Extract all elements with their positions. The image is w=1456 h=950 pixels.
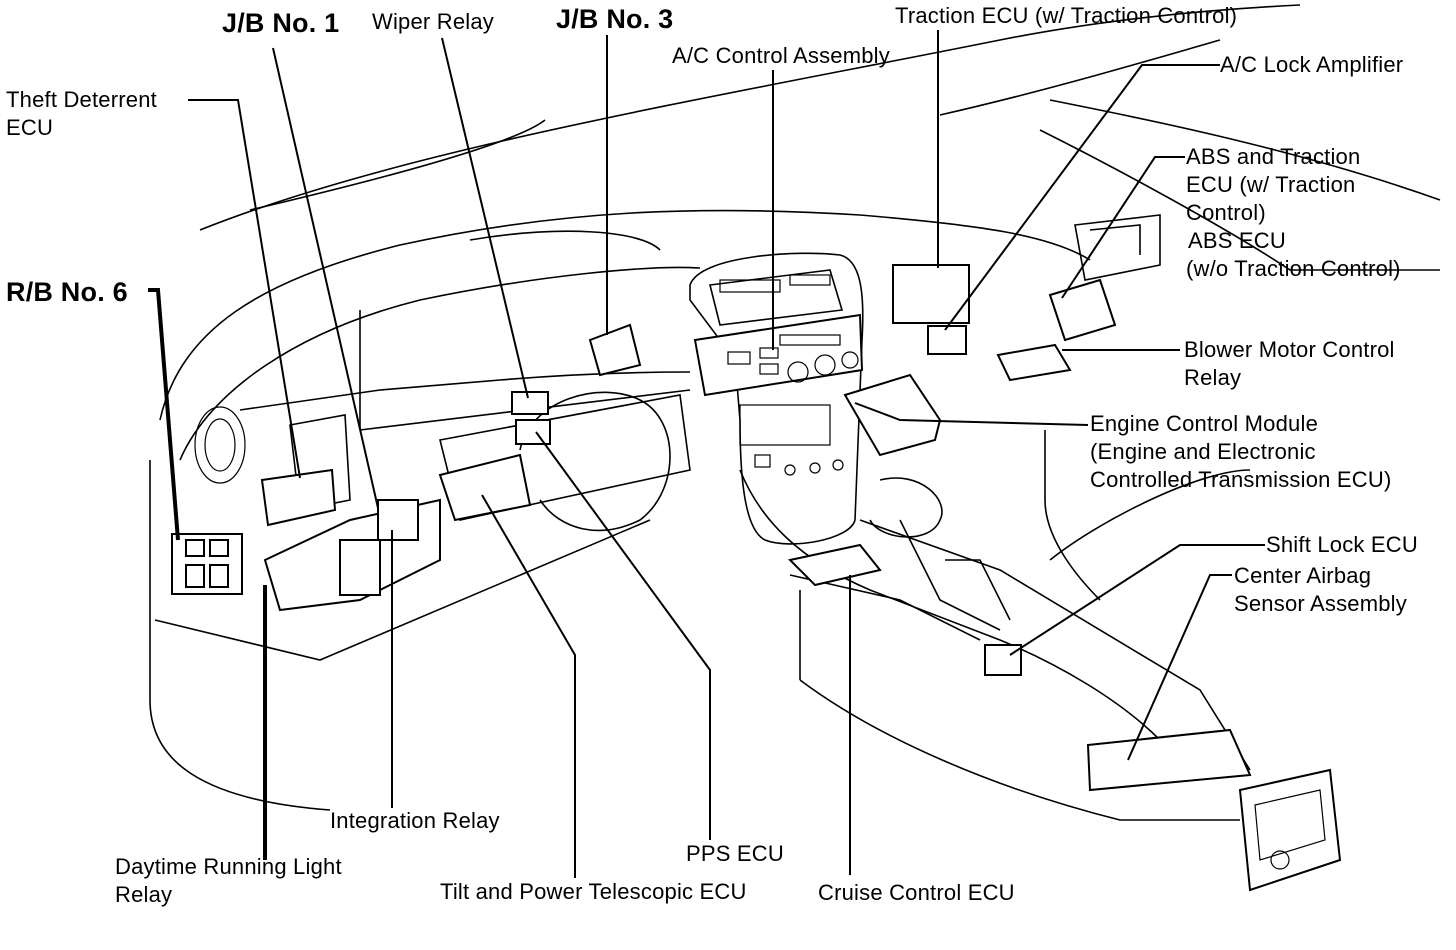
label-rb6: R/B No. 6 xyxy=(6,277,128,307)
leader-wiper xyxy=(441,37,529,399)
rb6-part xyxy=(171,533,243,595)
blower-motor-relay-part xyxy=(996,343,1072,382)
label-shift-lock: Shift Lock ECU xyxy=(1266,532,1418,557)
label-abs-line2: ECU (w/ Traction xyxy=(1186,172,1356,197)
ac-lock-amplifier-part xyxy=(927,325,967,355)
tilt-telescopic-ecu-part xyxy=(438,453,532,522)
label-wiper-relay: Wiper Relay xyxy=(372,9,495,34)
label-drl-line1: Daytime Running Light xyxy=(115,854,342,879)
leader-ac-lock xyxy=(944,64,1220,331)
label-abs-line5: (w/o Traction Control) xyxy=(1186,256,1401,281)
leader-theft xyxy=(188,99,301,479)
leader-shift-lock xyxy=(1009,544,1265,656)
jb3-part xyxy=(588,323,642,377)
leader-rb6 xyxy=(148,288,180,541)
label-blower-line1: Blower Motor Control xyxy=(1184,337,1395,362)
label-jb1: J/B No. 1 xyxy=(222,8,340,38)
label-ac-control: A/C Control Assembly xyxy=(672,43,890,68)
leader-jb1 xyxy=(272,47,379,509)
leader-airbag xyxy=(1127,574,1232,761)
label-traction-ecu: Traction ECU (w/ Traction Control) xyxy=(895,3,1238,28)
center-airbag-sensor-part xyxy=(1086,728,1252,792)
label-ecm-line3: Controlled Transmission ECU) xyxy=(1090,467,1392,492)
label-abs-line4: ABS ECU xyxy=(1188,228,1286,253)
label-ecm-line1: Engine Control Module xyxy=(1090,411,1319,436)
shift-lock-ecu-part xyxy=(984,644,1022,676)
label-abs-line3: Control) xyxy=(1186,200,1266,225)
label-abs-line1: ABS and Traction xyxy=(1186,144,1361,169)
label-airbag-line2: Sensor Assembly xyxy=(1234,591,1407,616)
label-blower-line2: Relay xyxy=(1184,365,1242,390)
engine-control-module-part xyxy=(843,373,942,457)
label-integration-relay: Integration Relay xyxy=(330,808,500,833)
cruise-control-ecu-part xyxy=(787,543,882,587)
label-jb3: J/B No. 3 xyxy=(556,4,674,34)
theft-deterrent-ecu-part xyxy=(260,468,337,527)
leader-tilt xyxy=(481,494,576,878)
label-theft-line1: Theft Deterrent xyxy=(6,87,157,112)
leader-ecm xyxy=(854,402,1089,426)
label-drl-line2: Relay xyxy=(115,882,173,907)
label-airbag-line1: Center Airbag xyxy=(1234,563,1372,588)
integration-relay-part xyxy=(377,499,419,541)
label-cruise-ecu: Cruise Control ECU xyxy=(818,880,1015,905)
leader-pps xyxy=(535,431,711,840)
label-ac-lock-amp: A/C Lock Amplifier xyxy=(1220,52,1404,77)
label-pps-ecu: PPS ECU xyxy=(686,841,784,866)
leader-abs xyxy=(1061,156,1185,299)
abs-ecu-part xyxy=(1048,278,1117,342)
label-theft-line2: ECU xyxy=(6,115,54,140)
label-tilt-ecu: Tilt and Power Telescopic ECU xyxy=(440,879,747,904)
drl-relay-part xyxy=(339,539,381,596)
pps-ecu-part xyxy=(515,419,551,445)
label-ecm-line2: (Engine and Electronic xyxy=(1090,439,1316,464)
wiper-relay-part xyxy=(511,391,549,415)
